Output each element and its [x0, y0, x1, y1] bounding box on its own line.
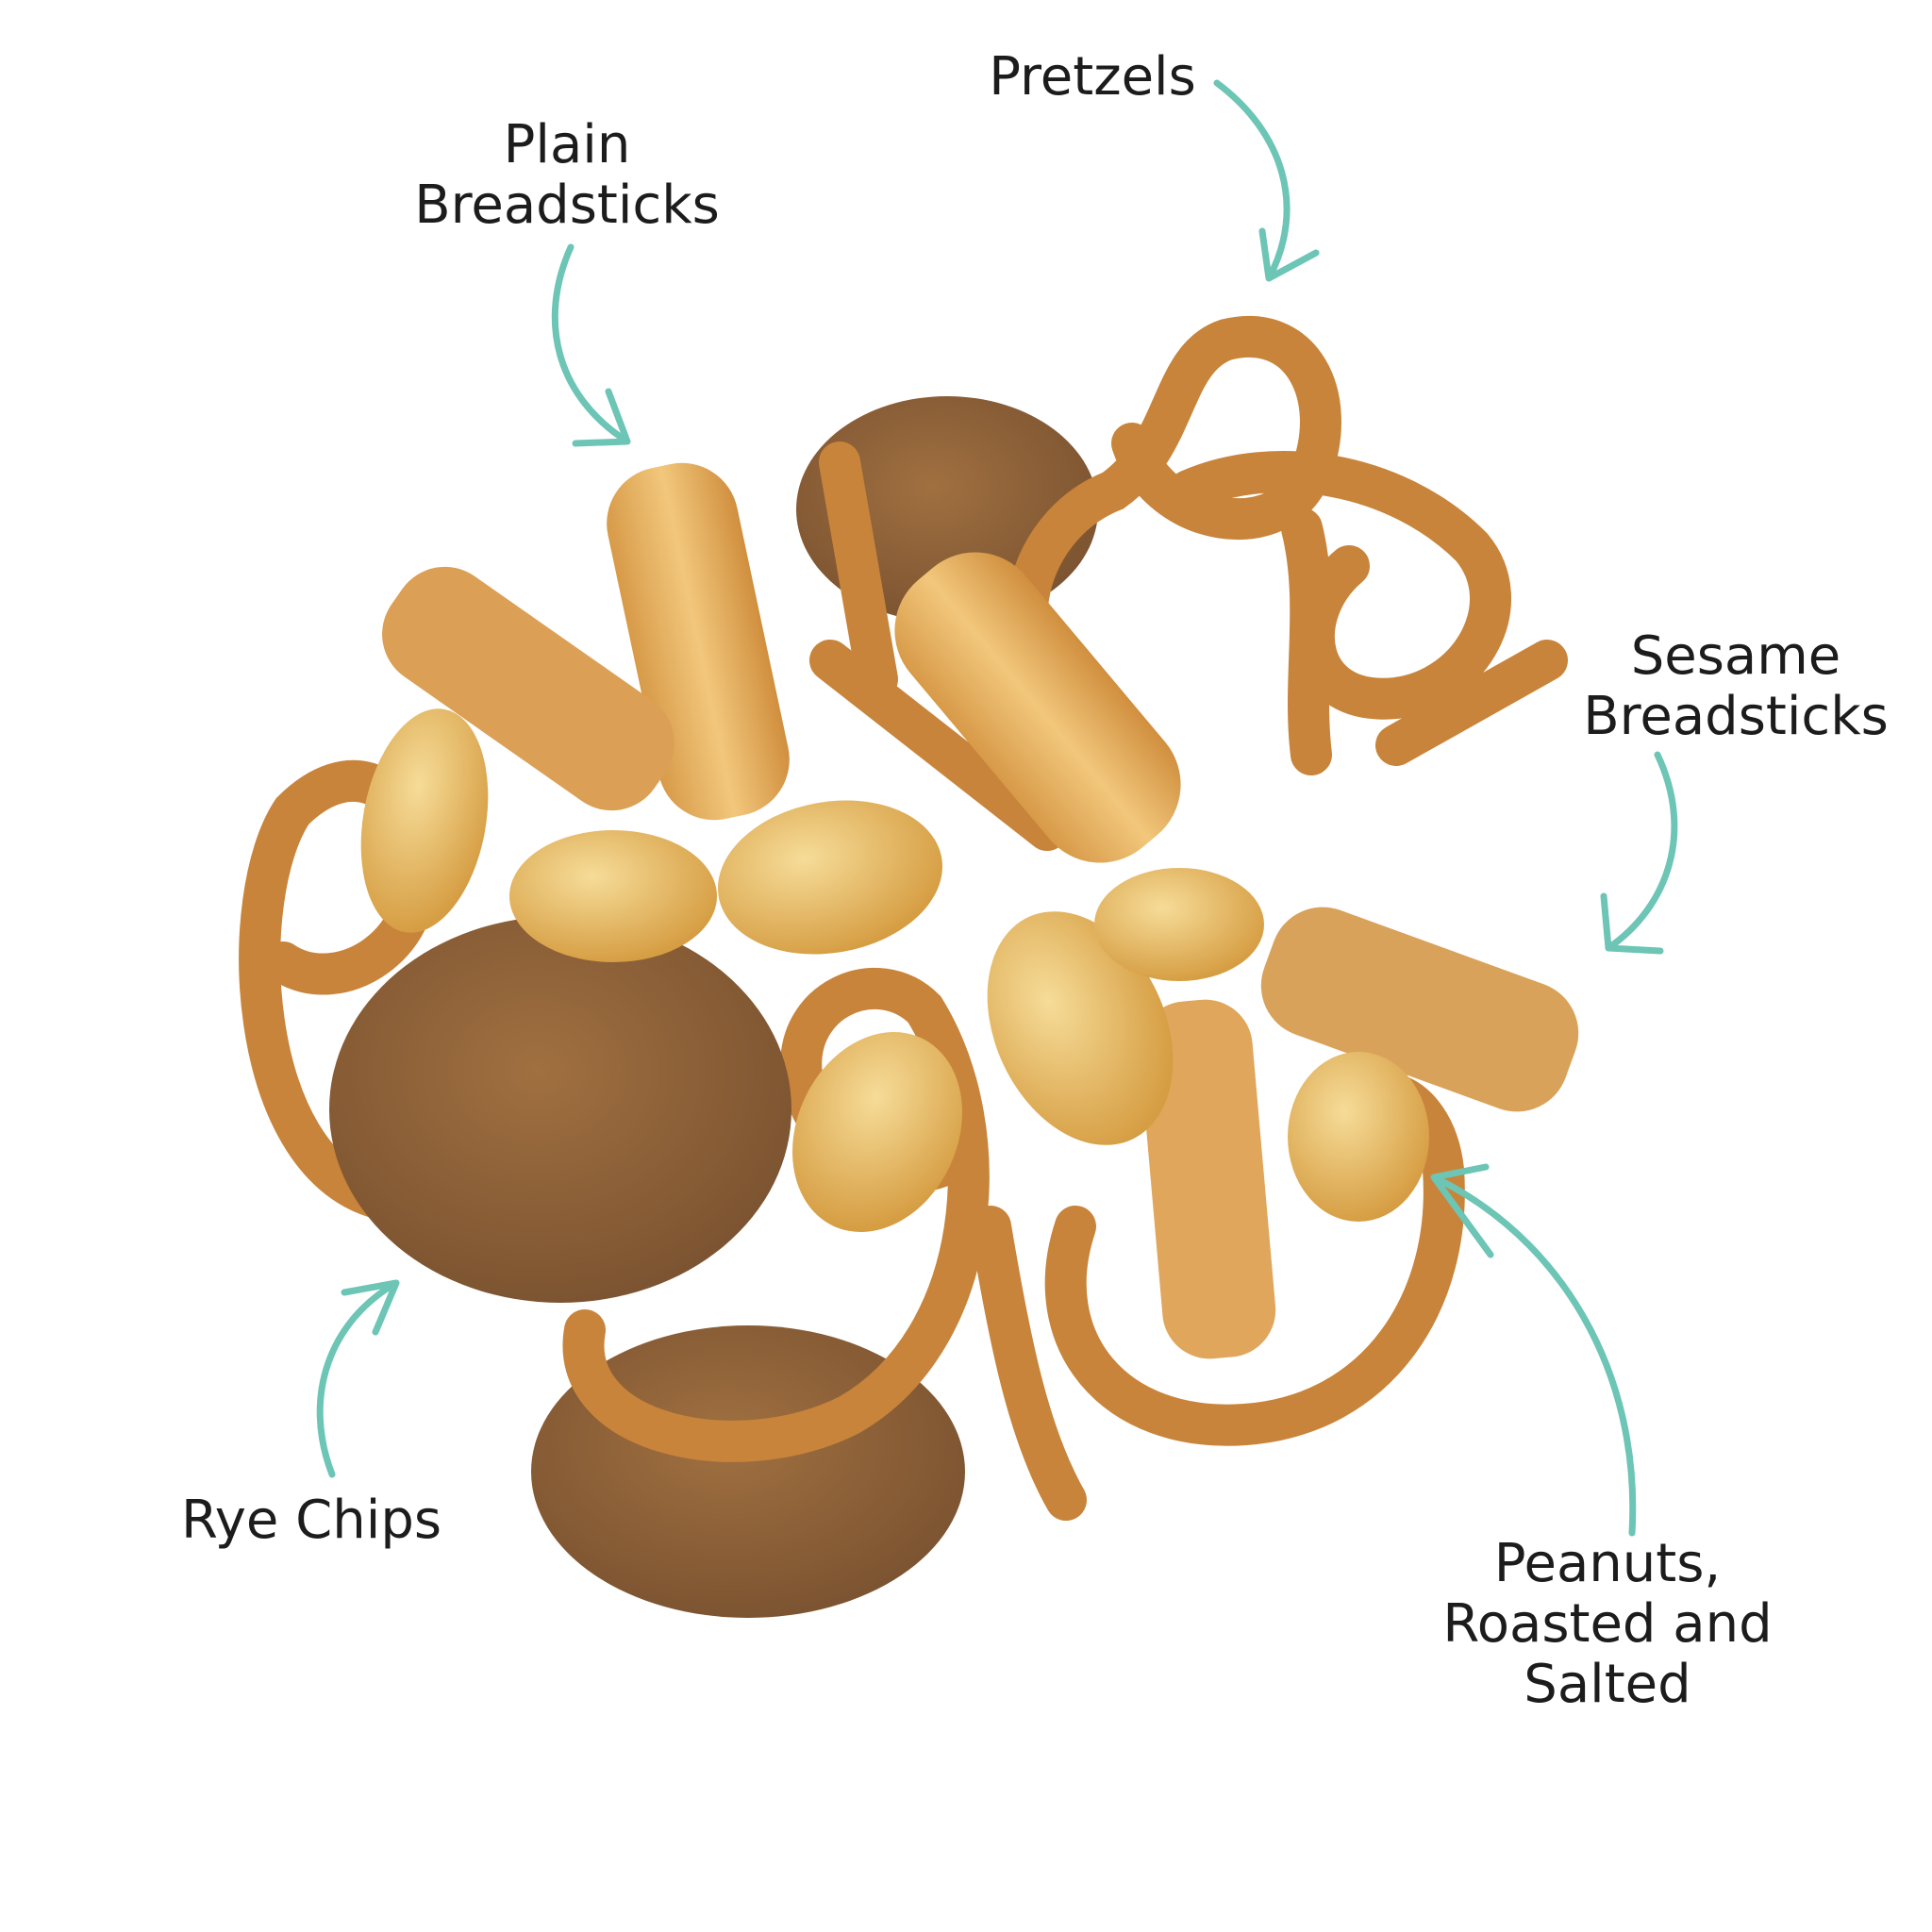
label-line: Breadsticks: [414, 175, 720, 236]
label-line: Breadsticks: [1583, 686, 1889, 747]
label-sesame-breadsticks: Sesame Breadsticks: [1583, 626, 1889, 747]
rye-chip-front: [329, 916, 791, 1303]
arrow-pretzels: [1213, 79, 1320, 282]
pretzels: [239, 315, 1568, 1521]
arrow-plain-breadsticks: [551, 243, 631, 447]
label-plain-breadsticks: Plain Breadsticks: [414, 115, 720, 236]
peanuts: [360, 708, 1429, 1232]
arrow-sesame-breadsticks: [1600, 751, 1678, 955]
label-line: Plain: [503, 114, 631, 175]
label-arrows: [316, 79, 1678, 1537]
label-line: Pretzels: [989, 46, 1196, 108]
label-pretzels: Pretzels: [989, 47, 1196, 108]
label-line: Rye Chips: [180, 1490, 442, 1551]
arrow-peanuts: [1430, 1163, 1637, 1537]
label-line: Roasted and: [1442, 1593, 1773, 1655]
label-line: Salted: [1524, 1654, 1691, 1715]
breadsticks: [382, 462, 1579, 1359]
label-rye-chips: Rye Chips: [181, 1491, 441, 1551]
label-peanuts: Peanuts, Roasted and Salted: [1442, 1534, 1772, 1715]
label-line: Sesame: [1630, 625, 1841, 687]
arrow-rye-chips: [316, 1279, 400, 1478]
label-line: Peanuts,: [1493, 1533, 1722, 1594]
